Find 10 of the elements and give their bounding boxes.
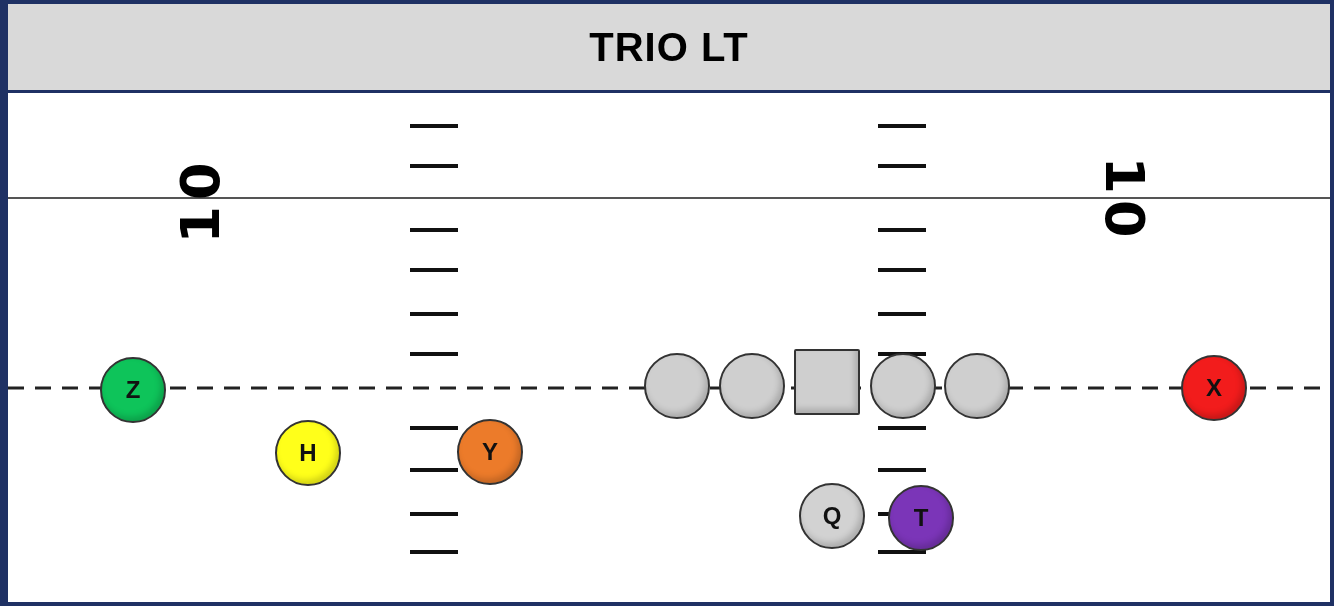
player-letter: X: [1206, 374, 1222, 402]
yard-number: 10: [170, 155, 230, 246]
player-letter: H: [299, 439, 317, 467]
player-letter: Q: [822, 502, 842, 530]
center-square: [794, 349, 860, 415]
player-letter: Y: [482, 438, 498, 466]
title: TRIO LT: [589, 24, 749, 70]
player-letter: T: [913, 504, 929, 532]
player-letter: Z: [125, 376, 141, 404]
yard-number: 10: [1095, 155, 1155, 246]
